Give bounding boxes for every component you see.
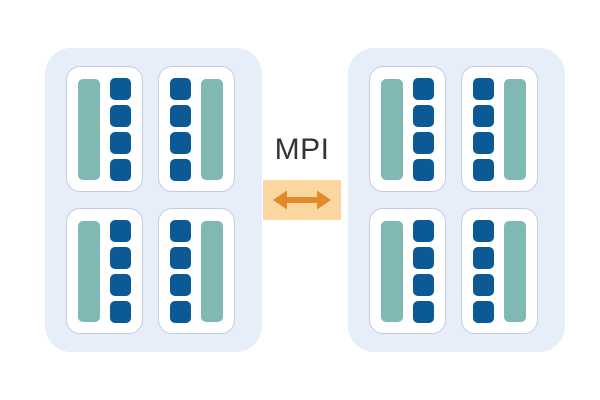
- socket-card-top-right: [158, 66, 235, 192]
- node-panel-right: [348, 48, 565, 352]
- core-icon: [170, 246, 191, 269]
- core-icon: [110, 273, 131, 296]
- memory-bar-icon: [504, 220, 526, 322]
- core-stack: [413, 77, 434, 181]
- socket-card-top-left: [66, 66, 143, 192]
- core-icon: [473, 219, 494, 242]
- core-icon: [473, 273, 494, 296]
- core-icon: [110, 219, 131, 242]
- core-stack: [170, 219, 191, 323]
- mpi-label: MPI: [274, 133, 330, 166]
- core-icon: [473, 300, 494, 323]
- core-icon: [473, 158, 494, 181]
- core-icon: [413, 300, 434, 323]
- core-icon: [473, 104, 494, 127]
- core-icon: [110, 158, 131, 181]
- core-icon: [413, 219, 434, 242]
- memory-bar-icon: [201, 78, 223, 180]
- core-stack: [413, 219, 434, 323]
- socket-card-bottom-left: [66, 208, 143, 334]
- core-icon: [413, 104, 434, 127]
- socket-card-bottom-right: [158, 208, 235, 334]
- core-icon: [170, 104, 191, 127]
- core-icon: [473, 131, 494, 154]
- core-icon: [170, 158, 191, 181]
- socket-card-bottom-right: [461, 208, 538, 334]
- mpi-link-box: [263, 180, 341, 220]
- core-icon: [413, 246, 434, 269]
- socket-card-top-right: [461, 66, 538, 192]
- core-stack: [473, 77, 494, 181]
- socket-grid-right: [369, 66, 544, 334]
- core-icon: [110, 77, 131, 100]
- core-icon: [413, 158, 434, 181]
- socket-card-top-left: [369, 66, 446, 192]
- core-stack: [110, 219, 131, 323]
- interconnect: MPI: [263, 130, 341, 220]
- memory-bar-icon: [381, 78, 403, 180]
- core-icon: [110, 131, 131, 154]
- core-stack: [473, 219, 494, 323]
- core-icon: [110, 300, 131, 323]
- core-icon: [473, 77, 494, 100]
- core-stack: [170, 77, 191, 181]
- core-icon: [110, 246, 131, 269]
- core-icon: [413, 273, 434, 296]
- core-icon: [170, 300, 191, 323]
- core-icon: [473, 246, 494, 269]
- core-stack: [110, 77, 131, 181]
- double-arrow-horizontal-icon: [273, 190, 331, 210]
- memory-bar-icon: [201, 220, 223, 322]
- core-icon: [170, 131, 191, 154]
- socket-card-bottom-left: [369, 208, 446, 334]
- core-icon: [413, 131, 434, 154]
- memory-bar-icon: [381, 220, 403, 322]
- core-icon: [110, 104, 131, 127]
- node-panel-left: [45, 48, 262, 352]
- socket-grid-left: [66, 66, 241, 334]
- memory-bar-icon: [504, 78, 526, 180]
- core-icon: [413, 77, 434, 100]
- memory-bar-icon: [78, 220, 100, 322]
- memory-bar-icon: [78, 78, 100, 180]
- core-icon: [170, 77, 191, 100]
- core-icon: [170, 219, 191, 242]
- core-icon: [170, 273, 191, 296]
